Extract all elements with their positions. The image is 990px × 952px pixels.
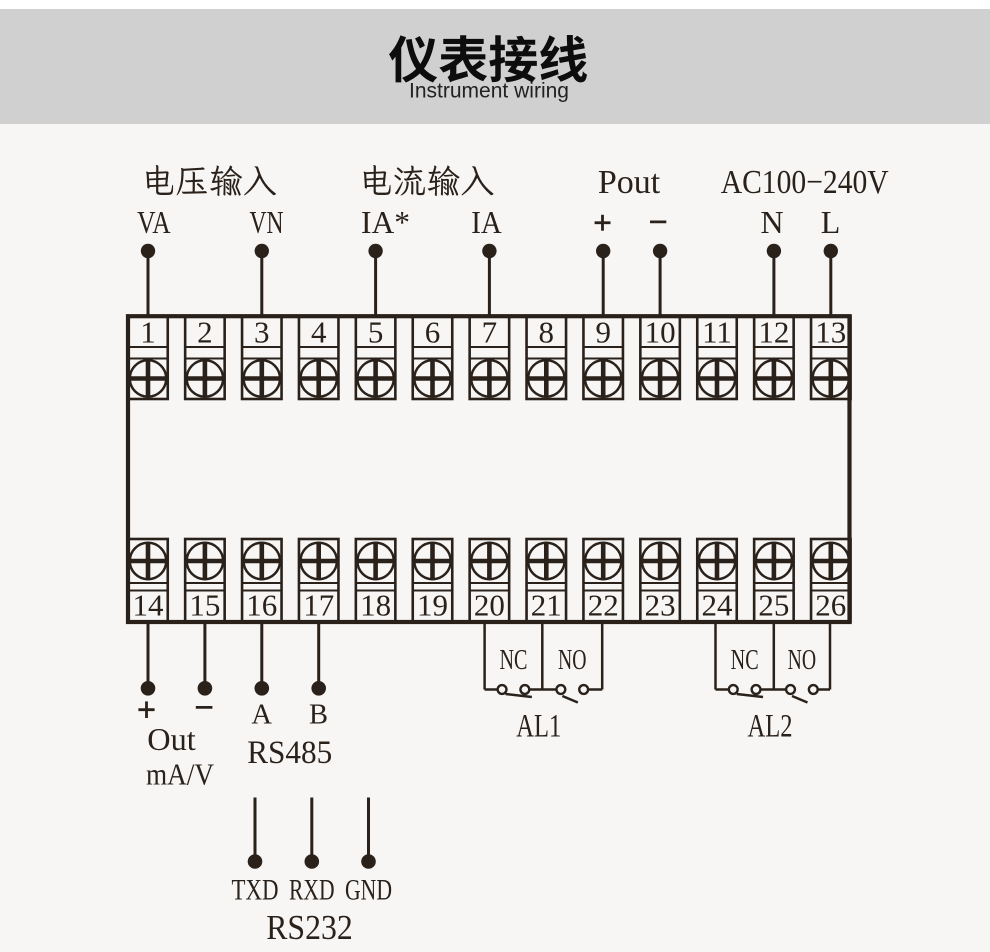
svg-text:9: 9	[595, 315, 611, 350]
svg-text:AL1: AL1	[516, 709, 561, 745]
svg-text:16: 16	[246, 588, 277, 623]
svg-text:24: 24	[702, 588, 734, 623]
svg-text:18: 18	[360, 588, 391, 623]
svg-text:22: 22	[588, 588, 619, 623]
svg-text:7: 7	[482, 315, 498, 350]
svg-text:AC100−240V: AC100−240V	[721, 164, 889, 201]
svg-text:NC: NC	[731, 644, 759, 676]
svg-text:14: 14	[133, 588, 165, 623]
svg-text:RS485: RS485	[247, 735, 332, 771]
svg-text:VA: VA	[137, 204, 171, 240]
svg-text:NC: NC	[499, 644, 527, 676]
svg-text:NO: NO	[788, 644, 817, 676]
svg-text:AL2: AL2	[748, 709, 793, 745]
svg-text:25: 25	[758, 588, 789, 623]
svg-text:A: A	[251, 700, 272, 731]
svg-text:IA*: IA*	[361, 204, 410, 240]
svg-text:RXD: RXD	[289, 875, 335, 907]
svg-text:17: 17	[303, 588, 334, 623]
svg-text:21: 21	[531, 588, 562, 623]
svg-text:12: 12	[758, 315, 789, 350]
svg-text:6: 6	[425, 315, 441, 350]
svg-text:19: 19	[417, 588, 448, 623]
svg-text:10: 10	[645, 315, 676, 350]
svg-text:5: 5	[368, 315, 384, 350]
svg-text:4: 4	[311, 315, 327, 350]
svg-text:Out: Out	[147, 721, 196, 757]
svg-text:Instrument wiring: Instrument wiring	[409, 80, 569, 103]
svg-text:26: 26	[815, 588, 846, 623]
svg-text:13: 13	[815, 315, 846, 350]
svg-text:mA/V: mA/V	[146, 757, 215, 792]
svg-text:20: 20	[474, 588, 505, 623]
svg-text:2: 2	[197, 315, 213, 350]
svg-text:L: L	[821, 204, 841, 240]
svg-text:1: 1	[140, 315, 156, 350]
svg-text:VN: VN	[250, 204, 284, 240]
svg-text:IA: IA	[471, 204, 502, 240]
svg-text:TXD: TXD	[232, 875, 279, 907]
svg-text:15: 15	[189, 588, 220, 623]
svg-text:N: N	[760, 204, 783, 240]
svg-text:RS232: RS232	[266, 908, 353, 947]
svg-text:11: 11	[702, 315, 732, 350]
svg-text:Pout: Pout	[598, 164, 661, 201]
svg-text:GND: GND	[345, 875, 392, 907]
svg-text:NO: NO	[558, 644, 587, 676]
svg-text:3: 3	[254, 315, 270, 350]
svg-text:B: B	[309, 700, 328, 731]
svg-text:23: 23	[645, 588, 676, 623]
svg-text:8: 8	[539, 315, 555, 350]
